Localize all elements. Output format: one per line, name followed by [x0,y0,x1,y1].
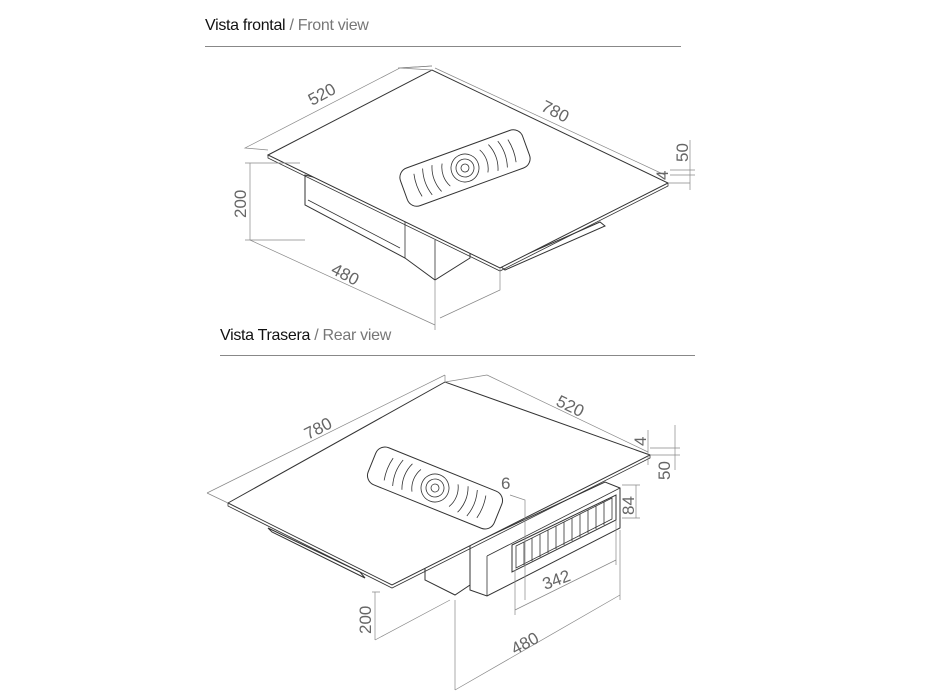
rear-dim-520: 520 [553,392,587,422]
rear-view-title: Vista Trasera / Rear view [220,327,391,345]
front-view-divider [205,46,681,47]
front-view-drawing: 520 780 200 480 50 4 [231,65,695,330]
front-dim-780: 780 [538,97,572,127]
rear-dim-6: 6 [501,474,510,493]
front-fan-grille [399,129,531,207]
front-dim-4: 4 [653,171,672,180]
rear-view-title-es: Vista Trasera [220,327,311,344]
front-view-title: Vista frontal / Front view [205,17,369,35]
front-dim-520: 520 [305,79,339,109]
rear-dim-4: 4 [631,437,650,446]
rear-dim-50: 50 [655,461,674,480]
front-dim-50: 50 [673,143,692,162]
front-view-title-en: / Front view [289,17,369,34]
front-dim-200: 200 [231,190,250,218]
rear-dim-84: 84 [619,496,638,515]
rear-dim-200: 200 [356,606,375,634]
rear-dim-342: 342 [540,566,573,594]
rear-view-divider [220,355,695,356]
rear-dim-480: 480 [508,628,542,658]
rear-dim-780: 780 [301,414,335,444]
front-view-title-es: Vista frontal [205,17,286,34]
rear-view-drawing: 780 520 4 50 6 84 342 200 480 [206,374,680,691]
front-dim-480: 480 [328,260,362,290]
rear-fan-grille [366,446,504,530]
rear-view-title-en: / Rear view [314,327,391,344]
